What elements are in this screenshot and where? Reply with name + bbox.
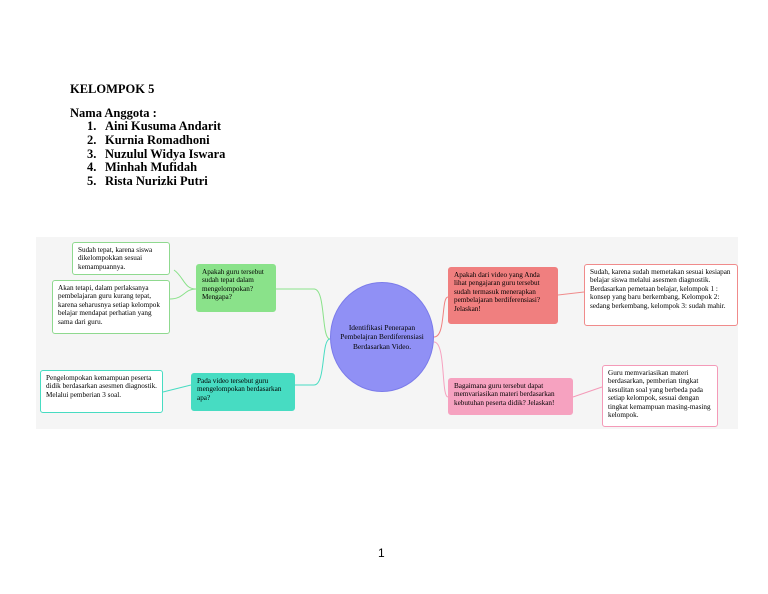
answer-node-teaching-attention: Akan tetapi, dalam perlaksanya pembelaja… xyxy=(52,280,170,334)
member-item: 2.Kurnia Romadhoni xyxy=(87,132,210,147)
member-item: 5.Rista Nurizki Putri xyxy=(87,174,208,189)
members-title: Nama Anggota : xyxy=(70,106,157,120)
question-node-grouping-basis: Pada video tersebut guru mengelompokan b… xyxy=(191,373,295,411)
question-node-differentiated-learning: Apakah dari video yang Anda lihat pengaj… xyxy=(448,267,558,324)
members-list: 1.Aini Kusuma Andarit 2.Kurnia Romadhoni… xyxy=(87,119,226,189)
central-topic-node: Identifikasi Penerapan Pembelajran Berdi… xyxy=(330,282,434,392)
question-node-material-variation: Bagaimana guru tersebut dapat memvariasi… xyxy=(448,378,573,415)
member-item: 1.Aini Kusuma Andarit xyxy=(87,119,222,133)
answer-node-grouping-basis: Pengelompokan kemampuan peserta didik be… xyxy=(40,370,163,413)
question-node-grouping-correct: Apakah guru tersebut sudah tepat dalam m… xyxy=(196,264,276,312)
answer-node-correct-grouping: Sudah tepat, karena siswa dikelompokkan … xyxy=(72,242,170,275)
member-item: 4.Minhah Mufidah xyxy=(87,160,198,175)
mind-map: Identifikasi Penerapan Pembelajran Berdi… xyxy=(36,237,738,429)
mind-map-connectors xyxy=(162,269,603,398)
member-item: 3.Nuzulul Widya Iswara xyxy=(87,146,226,161)
group-heading: KELOMPOK 5 xyxy=(70,82,155,96)
answer-node-differentiated-learning: Sudah, karena sudah memetakan sesuai kes… xyxy=(584,264,738,326)
page-number: 1 xyxy=(378,546,385,560)
answer-node-material-variation: Guru memvariasikan materi berdasarkan, p… xyxy=(602,365,718,427)
